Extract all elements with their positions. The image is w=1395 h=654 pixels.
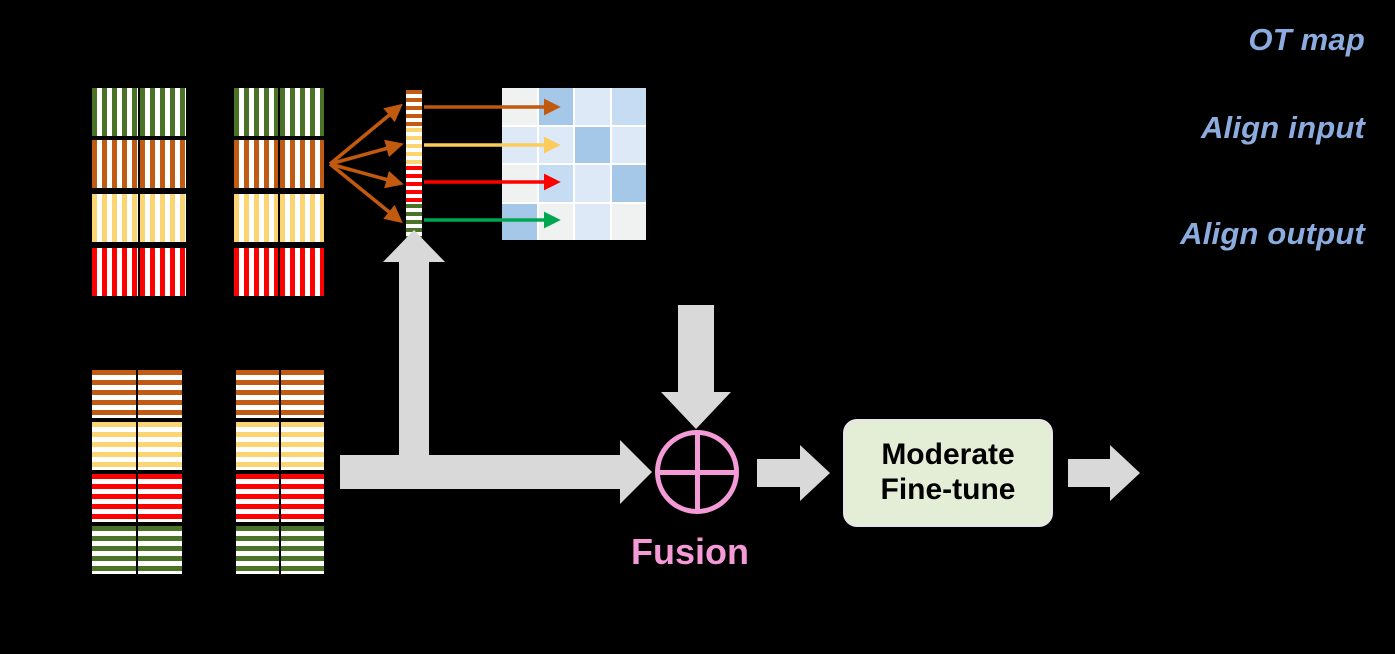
arrow-up-to-colorbar — [383, 230, 445, 455]
ot-map-cell — [611, 165, 646, 202]
block-half-left — [92, 194, 138, 242]
weight-block-top-r0-c1 — [234, 88, 324, 136]
weight-block-bottom-r1-c0 — [92, 422, 182, 470]
arrow-fusion-to-finetune — [757, 445, 830, 501]
block-half-right — [140, 88, 186, 136]
colorbar-segment-3 — [406, 204, 422, 242]
orange-fan-arrows — [328, 103, 404, 224]
block-half-right — [138, 474, 182, 522]
block-half-left — [92, 140, 138, 188]
colorbar-segment-2 — [406, 166, 422, 204]
block-half-right — [140, 140, 186, 188]
block-half-left — [236, 422, 279, 470]
block-half-left — [234, 194, 278, 242]
finetune-line-2: Fine-tune — [880, 473, 1016, 506]
ot-map-cell — [538, 88, 573, 125]
block-half-right — [280, 88, 324, 136]
ot-map-heatmap — [502, 88, 646, 240]
arrow-right-to-fusion — [340, 440, 652, 504]
block-half-right — [140, 248, 186, 296]
ot-map-cell — [538, 165, 573, 202]
block-half-right — [281, 370, 324, 418]
ot-map-cell — [611, 203, 646, 240]
ot-map-cell — [611, 126, 646, 163]
circled-plus-icon — [655, 430, 739, 514]
colorbar-segment-0 — [406, 90, 422, 128]
label-align-output: Align output — [1180, 216, 1365, 251]
block-half-right — [140, 194, 186, 242]
block-half-left — [92, 88, 138, 136]
block-half-left — [234, 140, 278, 188]
label-ot-map: OT map — [1248, 22, 1365, 57]
finetune-line-1: Moderate — [881, 438, 1015, 472]
block-half-right — [138, 526, 182, 574]
block-half-left — [92, 422, 136, 470]
weight-block-bottom-r2-c1 — [236, 474, 324, 522]
weight-block-top-r1-c1 — [234, 140, 324, 188]
moderate-finetune-box[interactable]: Moderate Fine-tune — [843, 419, 1053, 527]
weight-block-bottom-r3-c1 — [236, 526, 324, 574]
ot-map-cell — [502, 165, 537, 202]
block-half-left — [236, 474, 279, 522]
ot-map-cell — [502, 88, 537, 125]
weight-block-top-r3-c1 — [234, 248, 324, 296]
weight-block-bottom-r0-c0 — [92, 370, 182, 418]
block-half-left — [92, 474, 136, 522]
block-half-right — [138, 370, 182, 418]
ot-map-cell — [611, 88, 646, 125]
ot-map-cell — [502, 203, 537, 240]
weight-block-top-r3-c0 — [92, 248, 186, 296]
block-half-right — [280, 140, 324, 188]
ot-map-cell — [502, 126, 537, 163]
fusion-label: Fusion — [631, 531, 749, 572]
block-half-left — [92, 370, 136, 418]
concatenated-feature-bar — [406, 90, 422, 242]
block-half-left — [236, 370, 279, 418]
weight-block-top-r2-c0 — [92, 194, 186, 242]
block-half-right — [281, 422, 324, 470]
block-half-left — [92, 248, 138, 296]
ot-map-cell — [538, 126, 573, 163]
weight-block-bottom-r1-c1 — [236, 422, 324, 470]
block-half-left — [92, 526, 136, 574]
block-half-right — [281, 526, 324, 574]
ot-map-cell — [575, 88, 610, 125]
weight-block-top-r1-c0 — [92, 140, 186, 188]
block-half-left — [236, 526, 279, 574]
block-half-right — [280, 248, 324, 296]
weight-block-top-r2-c1 — [234, 194, 324, 242]
weight-block-bottom-r2-c0 — [92, 474, 182, 522]
ot-map-cell — [575, 126, 610, 163]
block-half-right — [281, 474, 324, 522]
ot-map-cell — [575, 203, 610, 240]
weight-block-top-r0-c0 — [92, 88, 186, 136]
block-half-right — [280, 194, 324, 242]
weight-block-bottom-r3-c0 — [92, 526, 182, 574]
arrow-finetune-output — [1068, 445, 1140, 501]
weight-block-bottom-r0-c1 — [236, 370, 324, 418]
colorbar-segment-1 — [406, 128, 422, 166]
arrow-down-from-otmap — [661, 305, 731, 429]
ot-map-cell — [538, 203, 573, 240]
block-half-left — [234, 88, 278, 136]
block-half-right — [138, 422, 182, 470]
block-half-left — [234, 248, 278, 296]
ot-map-cell — [575, 165, 610, 202]
label-align-input: Align input — [1200, 110, 1365, 145]
